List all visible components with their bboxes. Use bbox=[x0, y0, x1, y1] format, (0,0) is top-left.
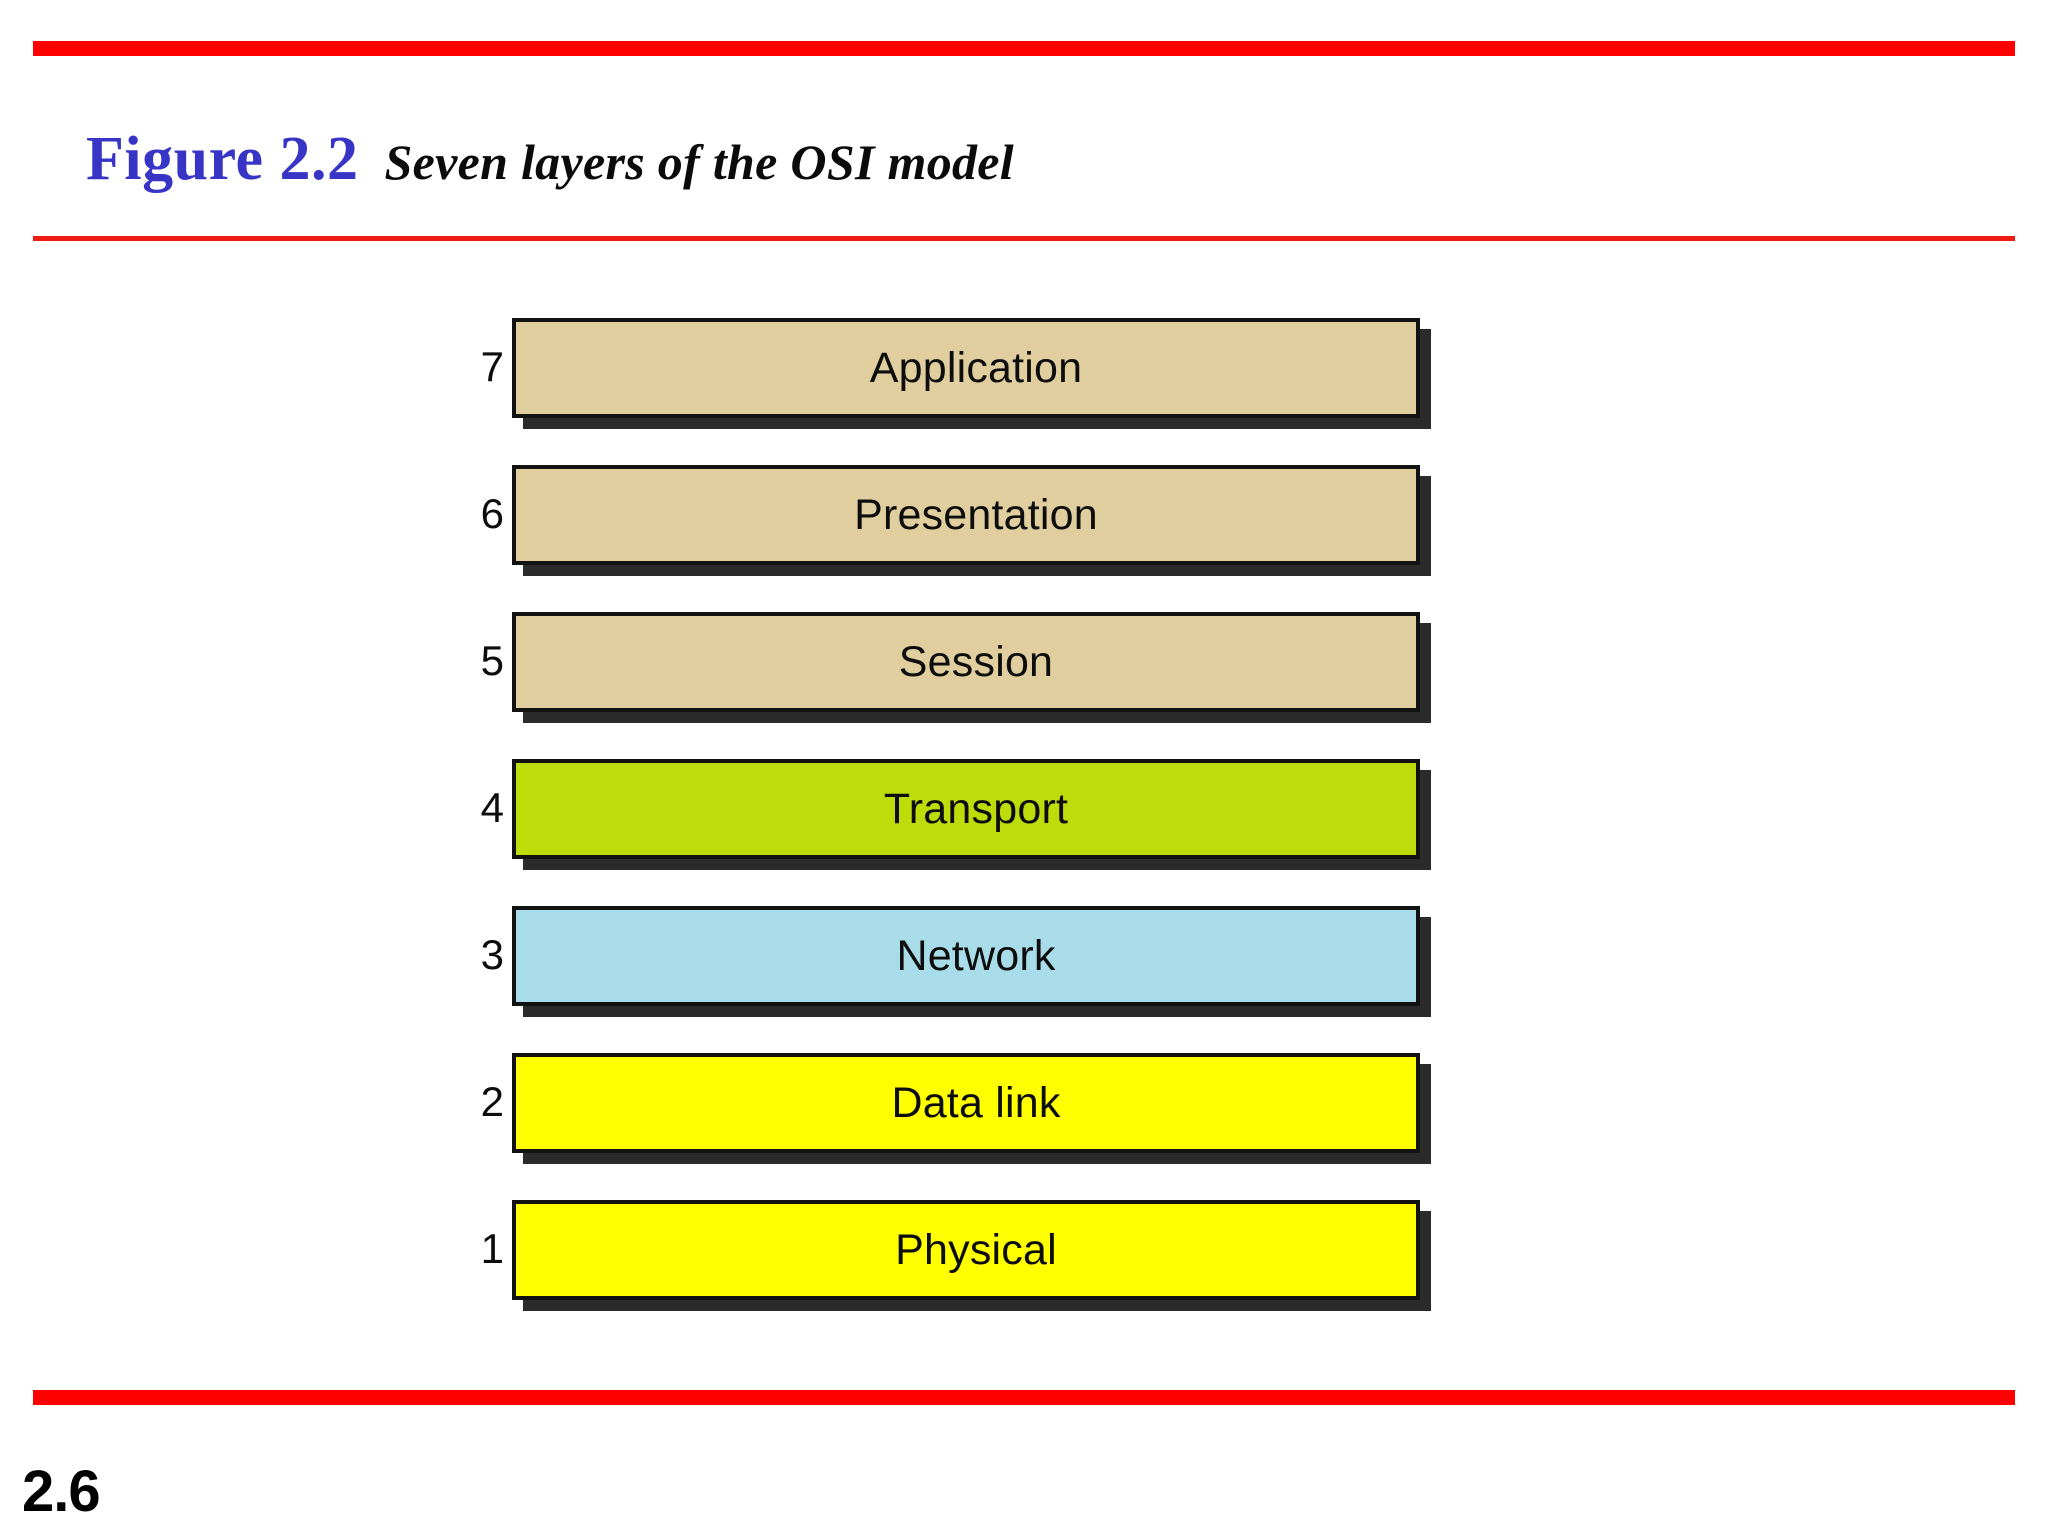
layer-label-data-link: Data link bbox=[891, 1078, 1061, 1127]
layer-row-3: 3 Network bbox=[0, 906, 2048, 1053]
layer-box-network[interactable]: Network bbox=[512, 906, 1420, 1006]
layer-row-4: 4 Transport bbox=[0, 759, 2048, 906]
layer-label-physical: Physical bbox=[895, 1225, 1057, 1274]
layer-number-6: 6 bbox=[480, 490, 504, 537]
layer-box-wrap-6: Presentation bbox=[512, 465, 1431, 576]
title-underline-rule bbox=[33, 236, 2015, 241]
figure-title: Figure 2.2 Seven layers of the OSI model bbox=[86, 124, 1014, 204]
layer-box-physical[interactable]: Physical bbox=[512, 1200, 1420, 1300]
layer-box-presentation[interactable]: Presentation bbox=[512, 465, 1420, 565]
layer-box-wrap-4: Transport bbox=[512, 759, 1431, 870]
page-number: 2.6 bbox=[22, 1459, 101, 1524]
layer-row-6: 6 Presentation bbox=[0, 465, 2048, 612]
layer-box-wrap-5: Session bbox=[512, 612, 1431, 723]
layer-number-2: 2 bbox=[480, 1078, 504, 1125]
layer-box-wrap-1: Physical bbox=[512, 1200, 1431, 1311]
layer-row-5: 5 Session bbox=[0, 612, 2048, 759]
layer-number-7: 7 bbox=[480, 343, 504, 390]
layer-number-5: 5 bbox=[480, 637, 504, 684]
layer-box-data-link[interactable]: Data link bbox=[512, 1053, 1420, 1153]
figure-caption: Seven layers of the OSI model bbox=[384, 134, 1014, 190]
layer-box-session[interactable]: Session bbox=[512, 612, 1420, 712]
layer-box-wrap-2: Data link bbox=[512, 1053, 1431, 1164]
layer-label-session: Session bbox=[898, 637, 1054, 686]
layer-number-1: 1 bbox=[480, 1225, 504, 1272]
layer-label-network: Network bbox=[896, 931, 1056, 980]
osi-layer-stack: 7 Application 6 Presentation 5 Session 4 bbox=[0, 318, 2048, 1347]
top-red-rule bbox=[33, 41, 2015, 56]
layer-number-4: 4 bbox=[480, 784, 504, 831]
layer-box-application[interactable]: Application bbox=[512, 318, 1420, 418]
layer-box-transport[interactable]: Transport bbox=[512, 759, 1420, 859]
layer-label-presentation: Presentation bbox=[854, 490, 1098, 539]
layer-number-3: 3 bbox=[480, 931, 504, 978]
bottom-red-rule bbox=[33, 1390, 2015, 1405]
layer-box-wrap-7: Application bbox=[512, 318, 1431, 429]
layer-row-2: 2 Data link bbox=[0, 1053, 2048, 1200]
layer-label-transport: Transport bbox=[883, 784, 1069, 833]
figure-number-label: Figure 2.2 bbox=[86, 125, 359, 193]
layer-box-wrap-3: Network bbox=[512, 906, 1431, 1017]
layer-label-application: Application bbox=[869, 343, 1083, 392]
layer-row-1: 1 Physical bbox=[0, 1200, 2048, 1347]
layer-row-7: 7 Application bbox=[0, 318, 2048, 465]
